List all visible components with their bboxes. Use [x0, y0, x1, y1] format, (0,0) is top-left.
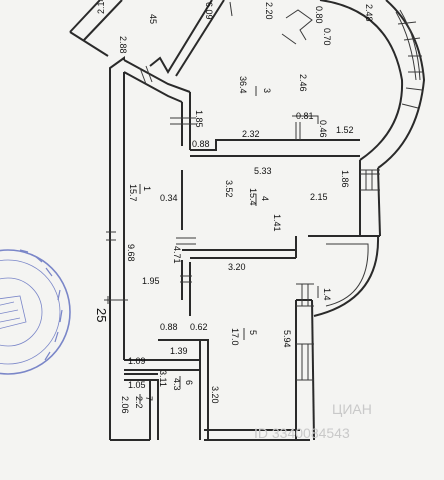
room-6-number: 6	[184, 380, 194, 385]
window-marks	[104, 65, 380, 381]
dim-0-88-top: 0.88	[192, 139, 210, 149]
dim-1-09: 1.09	[128, 356, 146, 366]
watermark-id: ID 3340084543	[254, 425, 350, 441]
dim-1-86: 1.86	[340, 170, 350, 188]
dim-0-81: 0.81	[296, 111, 314, 121]
room-7-area: 2.2	[134, 396, 144, 409]
room-1-number: 1	[142, 186, 152, 191]
stamp-seal	[0, 249, 71, 375]
dim-1-95: 1.95	[142, 276, 160, 286]
room-5-number: 5	[248, 330, 258, 335]
dim-0-34: 0.34	[160, 193, 178, 203]
dim-0-80: 0.80	[314, 6, 324, 24]
dim-5-94: 5.94	[282, 330, 292, 348]
dim-0-62: 0.62	[190, 322, 208, 332]
dim-1-85: 1.85	[194, 110, 204, 128]
dim-2-14: 2.14	[96, 0, 106, 14]
dim-1-41: 1.41	[272, 214, 282, 232]
room-4-number: 4	[260, 196, 270, 201]
dim-2-88: 2.88	[118, 36, 128, 54]
dim-0-46: 0.46	[318, 120, 328, 138]
dim-1-39: 1.39	[170, 346, 188, 356]
room-1-area: 15.7	[128, 184, 138, 202]
watermark: ЦИАН ID 3340084543	[254, 401, 372, 441]
room-6-area: 4.3	[172, 378, 182, 391]
dim-4-71: 4.71	[172, 246, 182, 264]
room-7-number: 7	[144, 396, 154, 401]
dim-1-52: 1.52	[336, 125, 354, 135]
room-4-area: 15.4	[248, 188, 258, 206]
dim-5-33: 5.33	[254, 166, 272, 176]
room-5-area: 17.0	[230, 328, 240, 346]
plan-labels: 2.14 45 6.09 2.20 0.80 0.70 2.48 2.88 3 …	[94, 0, 374, 414]
room-3-area: 36.4	[238, 76, 248, 94]
dim-3-11: 3.11	[158, 370, 168, 387]
dim-2-46: 2.46	[298, 74, 308, 92]
dim-2-48: 2.48	[364, 4, 374, 22]
dim-2-20: 2.20	[264, 2, 274, 20]
dim-45: 45	[148, 14, 158, 24]
dim-3-20-bottom: 3.20	[210, 386, 220, 404]
plan-number-25: 25	[94, 308, 109, 322]
room-3-number: 3	[262, 88, 272, 93]
dim-2-15: 2.15	[310, 192, 328, 202]
balcony-area: 1.4	[322, 288, 332, 301]
dim-9-68: 9.68	[126, 244, 136, 262]
outer-walls	[69, 0, 426, 441]
dim-6-09: 6.09	[204, 2, 214, 20]
dim-1-05: 1.05	[128, 380, 146, 390]
dim-2-32: 2.32	[242, 129, 260, 139]
dim-3-52: 3.52	[224, 180, 234, 198]
interior-walls	[124, 1, 360, 440]
dim-3-20-top: 3.20	[228, 262, 246, 272]
dim-0-70: 0.70	[322, 28, 332, 46]
watermark-brand: ЦИАН	[332, 401, 372, 417]
dim-0-88-bottom: 0.88	[160, 322, 178, 332]
dim-2-06: 2.06	[120, 396, 130, 414]
room-number-marks	[139, 86, 319, 404]
